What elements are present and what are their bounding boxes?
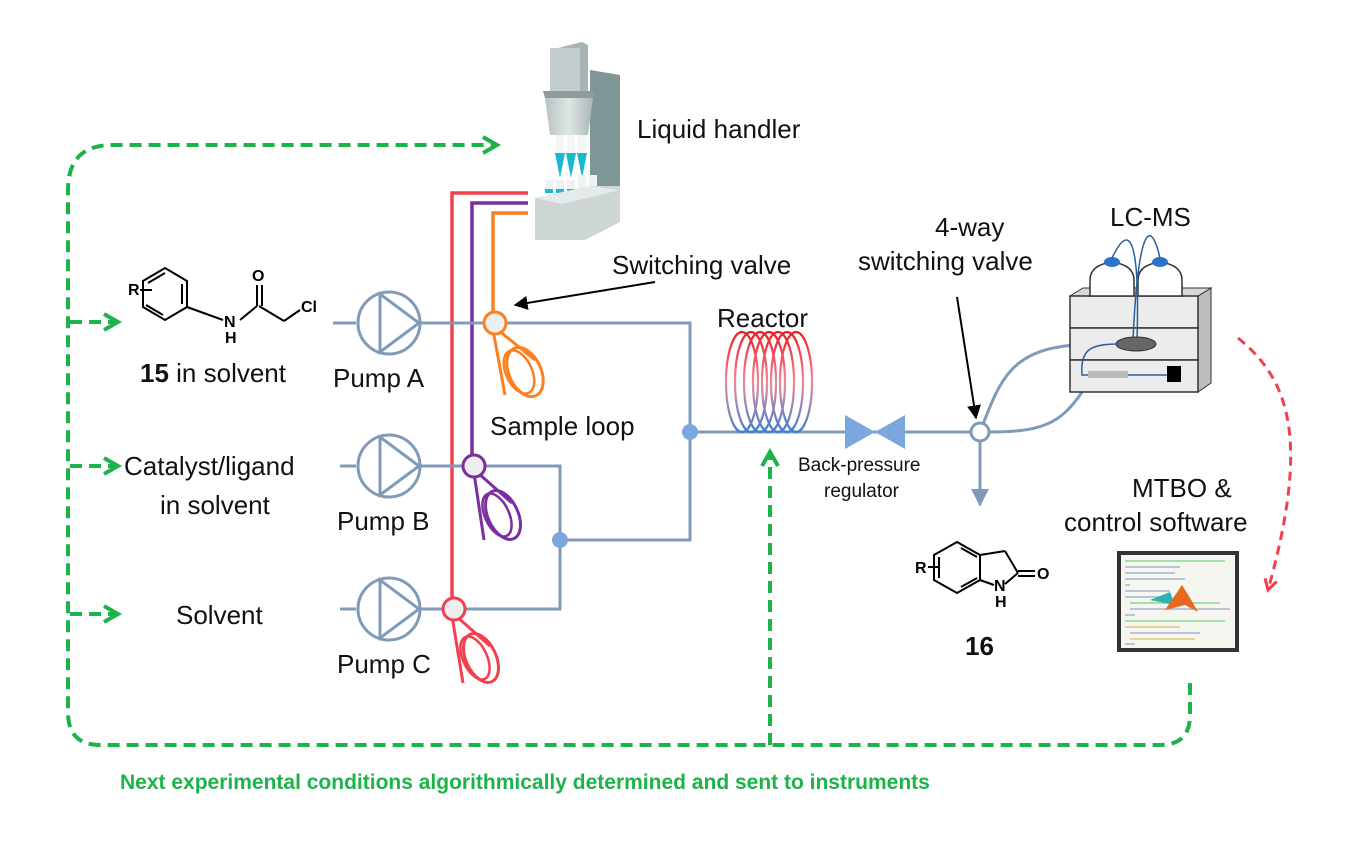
switching-valve-a xyxy=(482,310,545,399)
h-atom-15: H xyxy=(225,330,237,347)
pump-c-icon xyxy=(356,576,422,642)
matlab-logo-peak xyxy=(1165,585,1198,612)
four-way-valve-icon xyxy=(969,421,991,443)
footer-caption: Next experimental conditions algorithmic… xyxy=(120,771,930,794)
compound-15-id: 15 xyxy=(140,358,169,388)
liquid-handler-icon xyxy=(535,42,620,240)
pump-b-label: Pump B xyxy=(337,506,430,536)
line-to-lcms-in xyxy=(978,343,1076,433)
pump-a-label: Pump A xyxy=(333,363,425,393)
feed-b-label-line2: in solvent xyxy=(160,490,271,520)
switching-valve-b xyxy=(461,453,522,541)
pump-b-icon xyxy=(356,433,422,499)
tube-purple xyxy=(470,201,528,458)
switching-valve-label: Switching valve xyxy=(612,250,791,280)
reactor-label: Reactor xyxy=(717,303,808,333)
mtbo-label-line2: control software xyxy=(1064,507,1248,537)
sample-loop-label: Sample loop xyxy=(490,411,635,441)
feed-a-label: 15 in solvent xyxy=(140,358,287,388)
lcms-label: LC-MS xyxy=(1110,202,1191,232)
line-pump-c-out xyxy=(420,432,692,611)
software-window-icon xyxy=(1117,551,1239,652)
flow-lines xyxy=(333,321,1084,611)
junction-main xyxy=(682,424,698,440)
o-atom-15: O xyxy=(252,268,264,285)
feedback-loop xyxy=(66,135,1192,747)
tube-orange xyxy=(491,211,528,315)
feed-b-label-line1: Catalyst/ligand xyxy=(124,451,295,481)
switching-valve-pointer xyxy=(513,281,656,310)
junction-bc xyxy=(552,532,568,548)
bpr-label-line1: Back-pressure xyxy=(798,455,921,476)
pump-c-label: Pump C xyxy=(337,649,431,679)
back-pressure-regulator-icon xyxy=(845,415,905,449)
cl-atom-15: Cl xyxy=(301,299,317,316)
data-transfer-arrow xyxy=(1237,336,1293,593)
line-from-lcms xyxy=(987,391,1084,434)
feed-c-label: Solvent xyxy=(176,600,263,630)
o-atom-16: O xyxy=(1037,566,1049,583)
pump-a-icon xyxy=(356,290,422,356)
mtbo-label-line1: MTBO & xyxy=(1132,473,1232,503)
four-way-label-line1: 4-way xyxy=(935,212,1004,242)
n-atom-15: N xyxy=(224,314,236,331)
matlab-logo-left xyxy=(1150,592,1175,605)
liquid-handler-label: Liquid handler xyxy=(637,114,801,144)
four-way-pointer xyxy=(956,296,981,420)
product-16-structure xyxy=(928,540,1035,595)
reactant-15-structure xyxy=(140,266,301,322)
compound-16-id: 16 xyxy=(965,631,994,661)
feed-a-label-rest: in solvent xyxy=(169,358,287,388)
r-group-16: R xyxy=(915,560,927,577)
r-group-15: R xyxy=(128,282,140,299)
tube-red xyxy=(450,191,528,600)
switching-valve-c xyxy=(441,596,500,684)
n-atom-16: N xyxy=(994,578,1006,595)
h-atom-16: H xyxy=(995,594,1007,611)
handler-tubing xyxy=(450,191,528,600)
bpr-label-line2: regulator xyxy=(824,481,900,502)
reactor-coil-icon xyxy=(724,330,814,434)
feedback-path-main xyxy=(66,135,1192,747)
four-way-label-line2: switching valve xyxy=(858,246,1033,276)
line-pump-a-out xyxy=(420,321,692,432)
lcms-icon xyxy=(1068,235,1213,393)
